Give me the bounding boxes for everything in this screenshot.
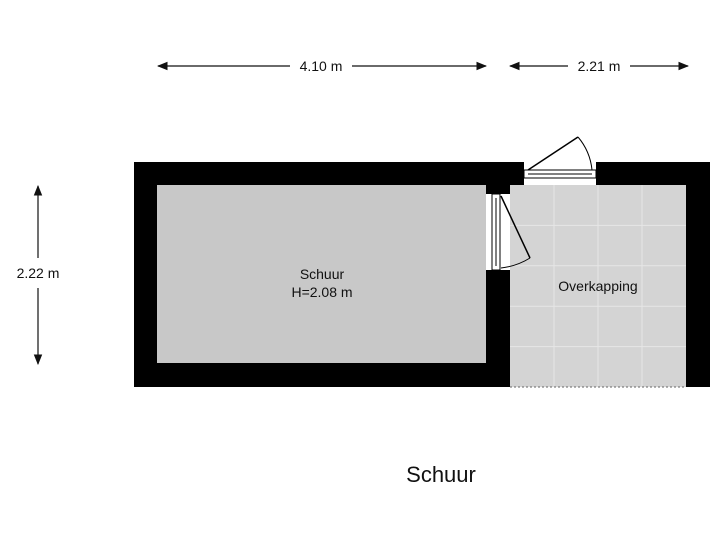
wall-divider-top xyxy=(486,162,510,194)
top-door-swing-arc xyxy=(577,136,593,171)
wall-right xyxy=(686,162,710,387)
dimension-height-label: 2.22 m xyxy=(17,265,60,281)
inner-door-swing-arc xyxy=(500,257,531,269)
dimension-width-left: 4.10 m xyxy=(156,58,488,74)
room-overkapping-floor xyxy=(510,185,686,388)
wall-top-left xyxy=(134,162,524,185)
wall-bottom xyxy=(134,363,510,387)
dimension-width-right: 2.21 m xyxy=(508,58,690,74)
walls xyxy=(134,162,710,387)
top-door-leaf xyxy=(527,136,579,171)
room-overkapping-name: Overkapping xyxy=(558,278,637,294)
top-door xyxy=(523,136,597,179)
room-schuur-height: H=2.08 m xyxy=(291,284,352,300)
dimension-width-left-label: 4.10 m xyxy=(300,58,343,74)
inner-door xyxy=(491,193,531,271)
plan-title: Schuur xyxy=(406,462,476,487)
wall-top-right xyxy=(596,162,710,185)
wall-divider-bottom xyxy=(486,270,510,387)
dimension-height: 2.22 m xyxy=(17,184,60,366)
inner-door-leaf xyxy=(500,195,531,259)
dimension-width-right-label: 2.21 m xyxy=(578,58,621,74)
room-schuur-name: Schuur xyxy=(300,266,345,282)
wall-left xyxy=(134,162,157,387)
room-schuur-floor xyxy=(157,185,486,363)
